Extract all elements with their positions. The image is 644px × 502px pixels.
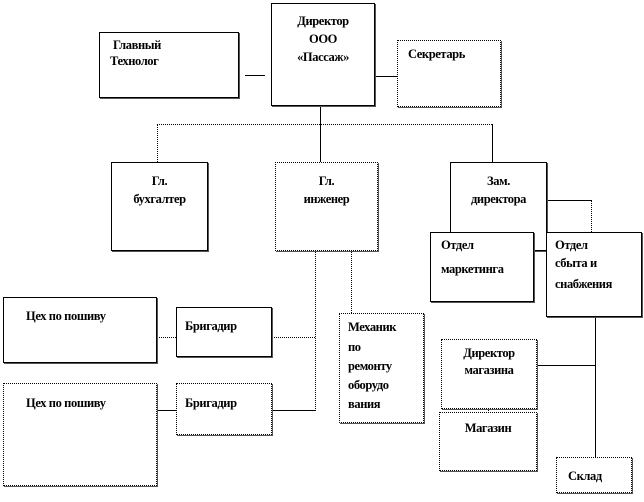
connector (157, 337, 176, 338)
connector (272, 337, 315, 338)
director-line: «Пассаж» (297, 50, 349, 64)
connector (492, 124, 493, 162)
label: маркетинга (441, 262, 504, 276)
box-chief-technologist: Главный Технолог (99, 32, 239, 98)
connector (272, 410, 315, 411)
label: Бригадир (185, 319, 237, 333)
label: Бригадир (185, 396, 237, 410)
label: Цех по пошиву (26, 309, 106, 323)
connector (351, 205, 352, 313)
connector (245, 75, 265, 76)
connector (547, 200, 591, 201)
box-secretary: Секретарь (397, 40, 501, 107)
connector (375, 76, 397, 77)
box-director: Директор ООО «Пассаж» (271, 3, 375, 106)
label: по (348, 340, 361, 354)
box-store: Магазин (439, 412, 537, 471)
connector (591, 200, 592, 232)
label: Отдел (555, 238, 588, 252)
label: Механик (348, 320, 397, 334)
label: магазина (464, 363, 514, 377)
label: Секретарь (408, 47, 465, 61)
label: инженер (303, 192, 350, 206)
label: Зам. (487, 174, 510, 188)
connector (157, 124, 158, 162)
label: Гл. (151, 174, 168, 188)
label: Гл. (318, 174, 335, 188)
box-store-director: Директор магазина (441, 339, 537, 409)
box-chief-accountant: Гл. бухгалтер (111, 162, 208, 251)
label: Склад (568, 469, 602, 483)
label: Магазин (464, 421, 512, 435)
box-sales-dept: Отдел сбыта и снабжения (546, 232, 642, 317)
label: бухгалтер (133, 192, 186, 206)
director-line: Директор (297, 14, 349, 28)
box-workshop-2: Цех по пошиву (3, 383, 157, 486)
label: снабжения (555, 277, 612, 291)
box-mechanic: Механик по ремонту оборудо вания (339, 313, 424, 423)
label: сбыта и (555, 256, 597, 270)
box-marketing-dept: Отдел маркетинга (430, 232, 534, 302)
connector (595, 316, 596, 457)
label: Директор (463, 346, 515, 360)
connector (157, 410, 176, 411)
label: Отдел (441, 238, 474, 252)
label: оборудо (348, 378, 389, 392)
label: ремонту (348, 359, 392, 373)
label: Цех по пошиву (26, 396, 106, 410)
label: вания (348, 397, 381, 411)
box-chief-engineer: Гл. инженер (275, 162, 378, 251)
label: Технолог (110, 54, 159, 68)
connector (157, 124, 492, 125)
box-foreman-1: Бригадир (176, 307, 272, 357)
connector (315, 205, 316, 411)
connector (537, 365, 595, 366)
director-line: ООО (309, 32, 337, 46)
box-warehouse: Склад (556, 457, 632, 493)
label: Главный (113, 38, 161, 52)
connector (488, 408, 489, 413)
box-workshop-1: Цех по пошиву (3, 297, 157, 363)
connector (320, 106, 321, 162)
box-foreman-2: Бригадир (176, 383, 272, 435)
label: директора (470, 192, 527, 206)
